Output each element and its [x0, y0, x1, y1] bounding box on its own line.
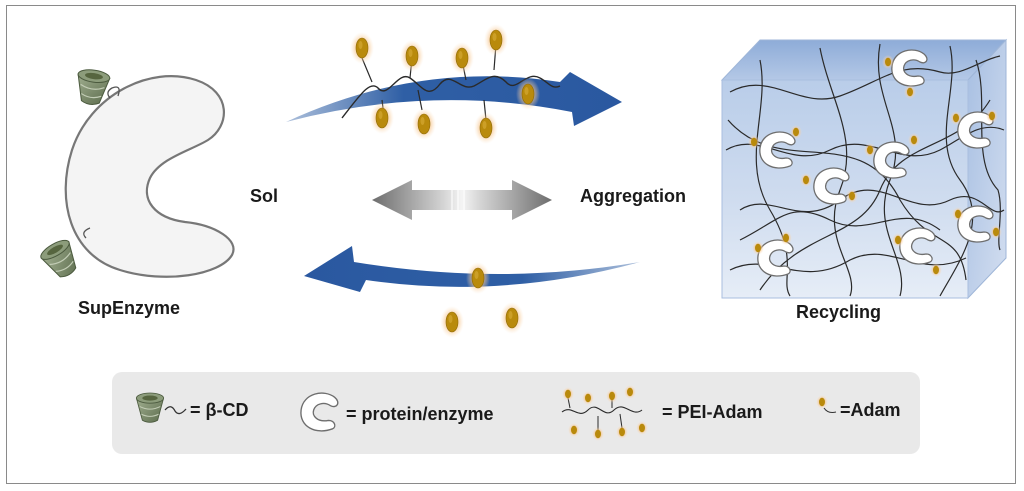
supenzyme-body: [64, 75, 235, 278]
legend-beta-cd-icon: [135, 392, 165, 423]
supenzyme-label: SupEnzyme: [78, 298, 181, 318]
aggregation-label: Aggregation: [580, 186, 686, 206]
hydrogel-cube: [720, 38, 1008, 300]
legend-enzyme-icon: [300, 392, 339, 432]
legend-pei-adam-label: = PEI-Adam: [662, 402, 763, 422]
sol-label: Sol: [250, 186, 279, 206]
reverse-arrow: [304, 246, 640, 292]
legend-enzyme-label: = protein/enzyme: [346, 404, 494, 424]
legend-beta-cd-label: = β-CD: [190, 400, 249, 420]
legend-panel: [112, 372, 920, 454]
recycling-label: Recycling: [796, 302, 882, 322]
pei-adam-polymer: [341, 23, 561, 145]
legend-adam-icon: [816, 395, 837, 414]
legend-pei-adam-icon: [561, 385, 648, 441]
legend-adam-label: =Adam: [840, 400, 901, 420]
equilibrium-arrow: [372, 180, 552, 220]
supenzyme-illustration: [37, 67, 235, 284]
